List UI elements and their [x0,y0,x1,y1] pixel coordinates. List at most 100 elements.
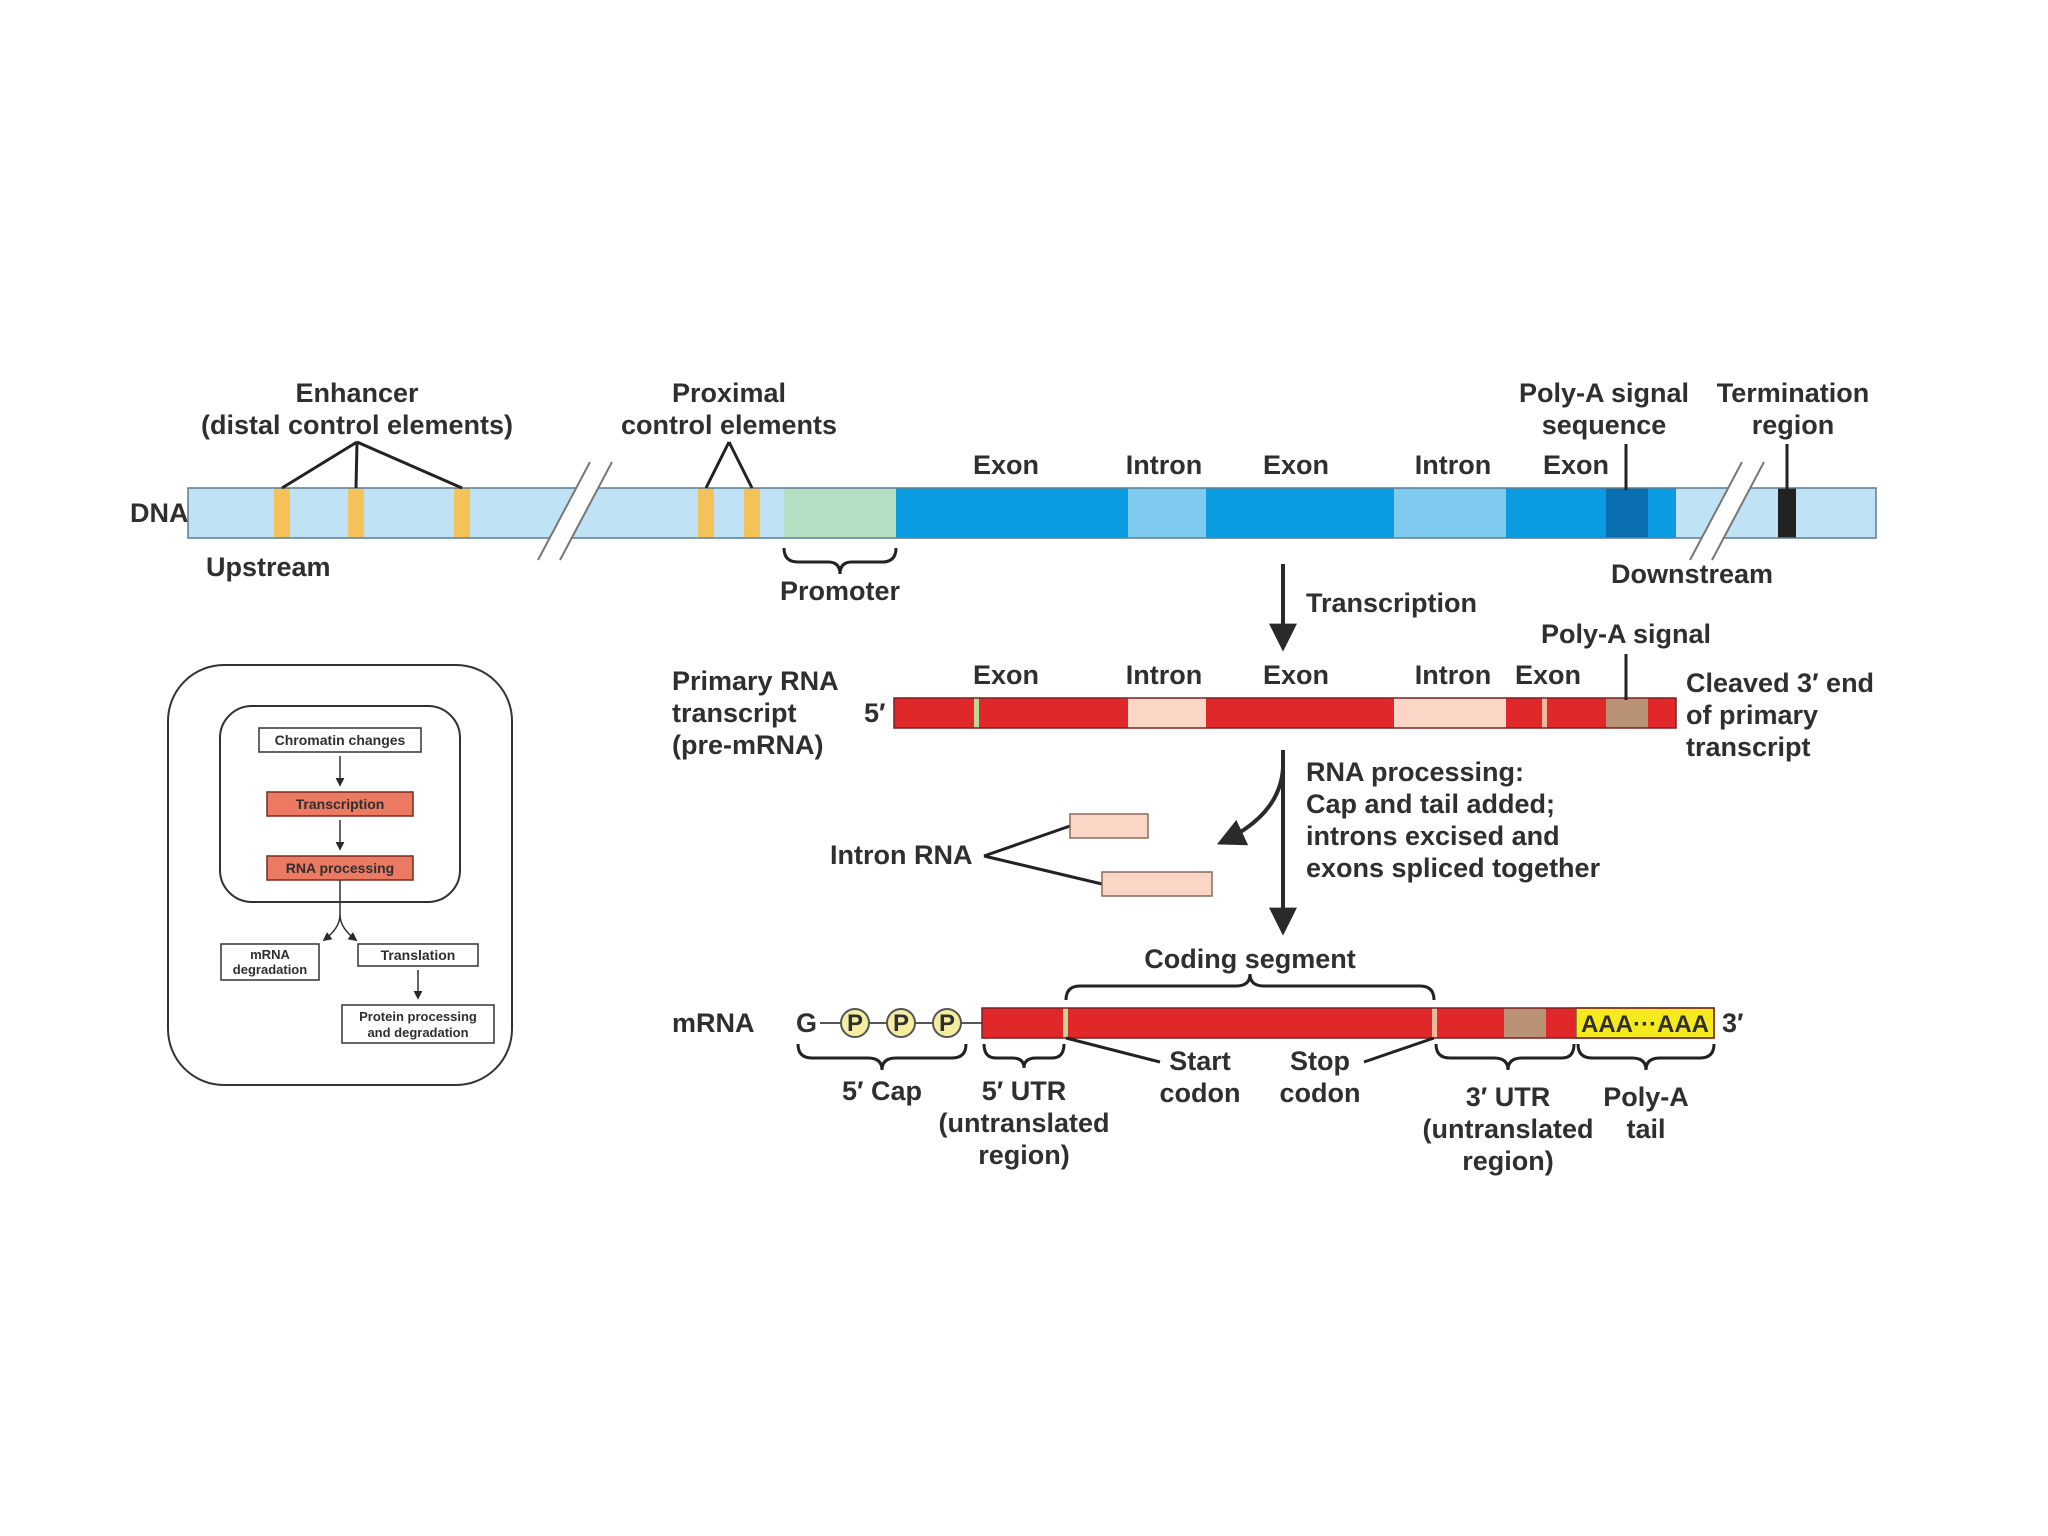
enhancer-element-1 [274,488,290,538]
termination-region [1778,488,1796,538]
start-codon-pointer [1065,1036,1161,1064]
proximal-element-1 [698,488,714,538]
processing-text-line1: RNA processing: [1306,757,1524,787]
start-codon-label-line2: codon [1160,1078,1241,1108]
stop-codon-label-line1: Stop [1290,1046,1350,1076]
dna-outline [187,487,1877,539]
enhancer-element-3 [454,488,470,538]
polya-tail-text: AAA···AAA [1581,1011,1709,1038]
proximal-label-line2: control elements [621,410,837,440]
inset-translation-box [357,943,479,967]
promoter-label: Promoter [780,576,901,606]
enhancer-label-line2: (distal control elements) [201,410,513,440]
termination-label-line1: Termination [1717,378,1870,408]
upstream-label: Upstream [206,552,331,582]
dna-break-right [1689,461,1765,561]
start-codon-mark [1063,1008,1068,1038]
cap-label: 5′ Cap [842,1076,922,1106]
processing-text-line3: introns excised and [1306,821,1560,851]
inset-mrna-degradation-box [220,943,320,981]
intron-rna-pointers [983,824,1103,886]
utr5-label-line2: (untranslated [938,1108,1109,1138]
pre-mrna-exon-label-2: Exon [1263,660,1329,690]
phosphate-label-2: P [893,1010,909,1037]
dna-break-left [537,461,613,561]
stop-codon-mark [1432,1008,1437,1038]
dna-exon-3 [1506,488,1676,538]
promoter-brace [782,547,898,575]
transcription-label: Transcription [1306,588,1477,618]
inset-mrna-degradation-line1: mRNA [250,947,290,962]
dna-exon-label-2: Exon [1263,450,1329,480]
dna-label: DNA [130,498,189,528]
pre-mrna-start-mark [974,698,979,728]
cap-brace [796,1043,968,1071]
start-codon-label-line1: Start [1169,1046,1231,1076]
pre-mrna-stop-mark [1542,698,1547,728]
pre-mrna-row: Primary RNA transcript (pre-mRNA) 5′ Exo… [672,619,1874,762]
inset-arrow-translation [339,914,358,942]
termination-label-line2: region [1752,410,1835,440]
intron-rna-piece-2 [1101,871,1213,897]
dna-polya-signal [1606,488,1648,538]
dna-exon-label-3: Exon [1543,450,1609,480]
utr3-label-line1: 3′ UTR [1466,1082,1550,1112]
cap-g: G [796,1008,817,1038]
coding-segment-label: Coding segment [1144,944,1356,974]
polya-tail-label-line1: Poly-A [1603,1082,1689,1112]
phosphate-3 [932,1008,962,1038]
enhancer-label-line1: Enhancer [295,378,419,408]
inset-protein-line1: Protein processing [359,1009,477,1024]
dna-intron-label-2: Intron [1415,450,1491,480]
polya-seq-label-line1: Poly-A signal [1519,378,1689,408]
pre-mrna-intron-label-2: Intron [1415,660,1491,690]
polya-tail-brace [1576,1043,1716,1071]
enhancer-pointers [281,440,463,490]
pre-mrna-label-line1: Primary RNA [672,666,839,696]
inset-mrna-degradation-line2: degradation [233,962,307,977]
inset-translation-label: Translation [381,947,456,963]
mrna-label: mRNA [672,1008,755,1038]
mrna-outline [981,1007,1715,1039]
intron-rna-piece-1 [1069,813,1149,839]
cleaved-label-line3: transcript [1686,732,1811,762]
mrna-three-prime: 3′ [1722,1008,1744,1038]
polya-seq-label-line2: sequence [1542,410,1667,440]
utr3-brace [1434,1043,1576,1071]
utr3-label-line2: (untranslated [1422,1114,1593,1144]
phosphate-1 [840,1008,870,1038]
inset-flowchart: Chromatin changes Transcription RNA proc… [167,664,513,1086]
inset-rna-processing-label: RNA processing [286,860,394,876]
dna-row: DNA Enhancer (dista [130,378,1877,606]
inset-chromatin-box [258,727,422,753]
processing-text-line2: Cap and tail added; [1306,789,1555,819]
pre-mrna-label-line3: (pre-mRNA) [672,730,824,760]
stop-codon-pointer [1363,1036,1435,1064]
pre-mrna-label-line2: transcript [672,698,797,728]
inset-protein-box [341,1004,495,1044]
polya-tail-label-line2: tail [1626,1114,1665,1144]
inset-chromatin-label: Chromatin changes [275,732,406,748]
mrna-row: mRNA G P P P AAA···AAA 3′ Coding segment… [672,944,1744,1176]
utr5-label-line1: 5′ UTR [982,1076,1066,1106]
downstream-label: Downstream [1611,559,1773,589]
pre-mrna-exon-label-3: Exon [1515,660,1581,690]
intron-rna-label: Intron RNA [830,840,972,870]
intron-excision-arrow [1216,767,1285,846]
inset-protein-line2: and degradation [367,1025,468,1040]
phosphate-label-1: P [847,1010,863,1037]
cleaved-label-line2: of primary [1686,700,1818,730]
utr5-label-line3: region) [978,1140,1070,1170]
pre-mrna-polya-signal [1606,698,1648,728]
pre-mrna-intron-1 [1128,698,1206,728]
pre-mrna-exon-label-1: Exon [973,660,1039,690]
pre-mrna-polya-signal-label: Poly-A signal [1541,619,1711,649]
pre-mrna-outline [893,697,1677,729]
utr5-brace [982,1043,1066,1069]
inset-transcription-label: Transcription [296,796,385,812]
dna-intron-2 [1394,488,1506,538]
pre-mrna-intron-2 [1394,698,1506,728]
pre-mrna-strand [894,698,1676,728]
dna-exon-2 [1206,488,1394,538]
